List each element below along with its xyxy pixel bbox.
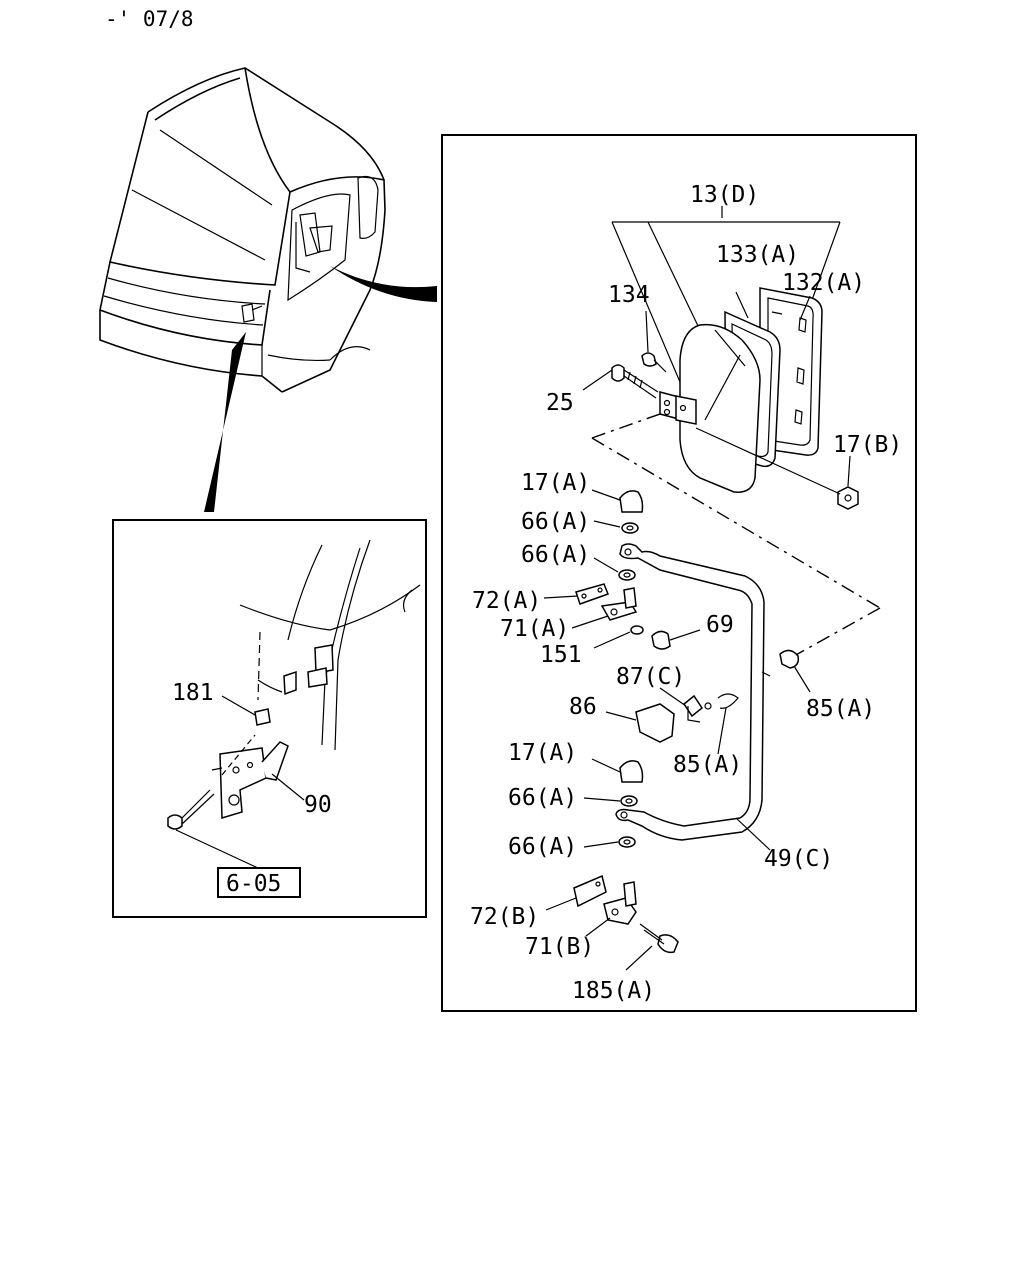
centerline-b: [591, 437, 881, 609]
callout-69: 69: [706, 612, 734, 638]
callout-71A: 71(A): [500, 616, 569, 642]
centerline-a: [591, 413, 661, 439]
callout-25: 25: [546, 390, 574, 416]
callout-17A-upper: 17(A): [521, 470, 590, 496]
callout-72A: 72(A): [472, 588, 541, 614]
callout-13D: 13(D): [690, 182, 759, 208]
mirror-stay-illustration: [615, 543, 771, 841]
mirror-assembly-illustration: [611, 287, 859, 510]
callout-leader-lines: [543, 291, 851, 971]
callout-66A-second: 66(A): [521, 542, 590, 568]
callout-134: 134: [608, 282, 650, 308]
callout-72B: 72(B): [470, 904, 539, 930]
callout-85A-inner: 85(A): [673, 752, 742, 778]
callout-133A: 133(A): [716, 242, 799, 268]
header-reference: -' 07/8: [105, 7, 194, 31]
hardware-parts-illustration: [573, 490, 800, 954]
callout-66A-fourth: 66(A): [508, 834, 577, 860]
callout-6-05[interactable]: 6-05: [226, 871, 281, 897]
callout-17A-lower: 17(A): [508, 740, 577, 766]
callout-151: 151: [540, 642, 582, 668]
leader-181: [221, 695, 256, 716]
callout-17B: 17(B): [833, 432, 902, 458]
callout-86: 86: [569, 694, 597, 720]
mirror-assembly-frame: [441, 134, 917, 1012]
reference-box-6-05[interactable]: [217, 867, 301, 898]
callout-85A-outer: 85(A): [806, 696, 875, 722]
centerline-c: [793, 607, 881, 657]
bracket-detail-illustration: [167, 539, 421, 830]
leader-13D: [611, 206, 841, 383]
callout-132A: 132(A): [782, 270, 865, 296]
leader-90: [271, 773, 305, 801]
callout-66A-first: 66(A): [521, 509, 590, 535]
leader-6-05: [175, 829, 259, 869]
callout-181: 181: [172, 680, 214, 706]
bracket-detail-frame: [112, 519, 427, 918]
pointer-to-bracket-box: [204, 332, 246, 512]
callout-87C: 87(C): [616, 664, 685, 690]
callout-90: 90: [304, 792, 332, 818]
truck-cab-illustration: [99, 67, 386, 393]
callout-185A: 185(A): [572, 978, 655, 1004]
pointer-to-mirror-box: [330, 266, 437, 302]
callout-71B: 71(B): [525, 934, 594, 960]
callout-66A-third: 66(A): [508, 785, 577, 811]
callout-49C: 49(C): [764, 846, 833, 872]
